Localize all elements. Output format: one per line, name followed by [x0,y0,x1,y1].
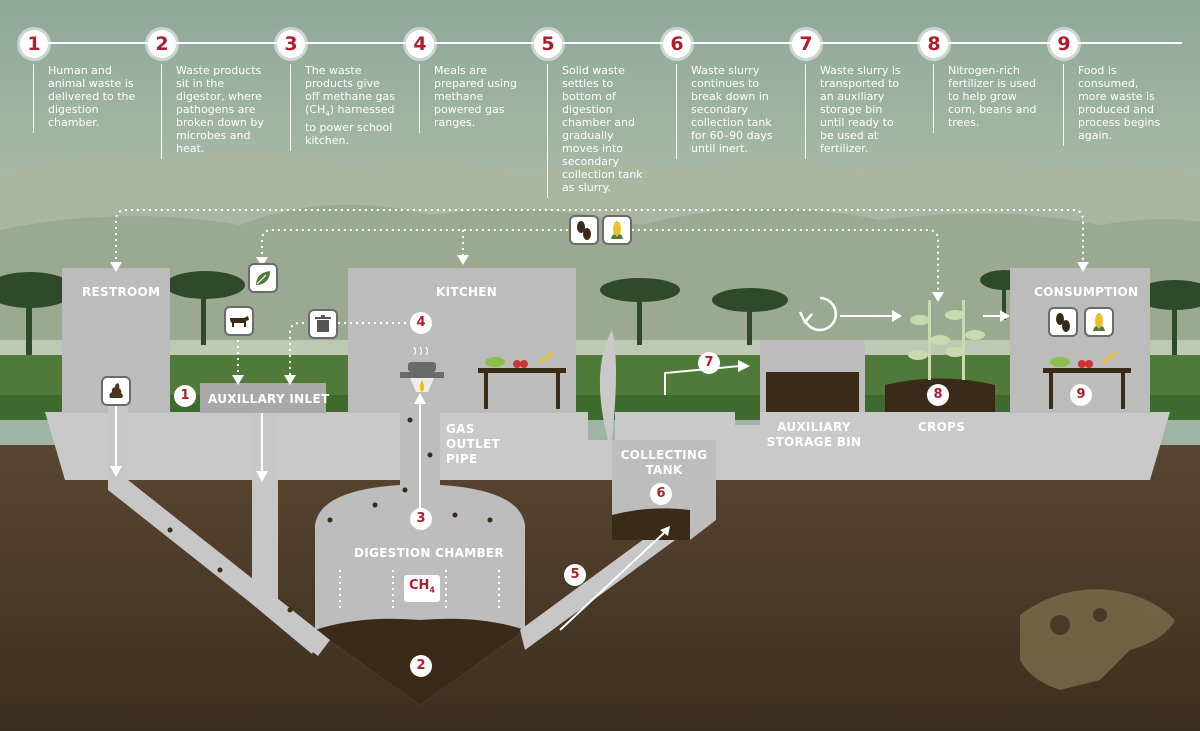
auxiliary-storage-bin-label: AUXILIARY STORAGE BIN [766,420,862,449]
mountains-near [0,204,1200,340]
waste-icon [103,378,129,404]
step-number: 9 [1050,30,1078,58]
kitchen-label: KITCHEN [436,285,498,299]
sludge-dots [167,417,493,613]
ground-platform [45,412,1170,480]
step-text: The waste products give off methane gas … [290,64,396,152]
step-text: Waste products sit in the digestor, wher… [161,64,266,159]
step-3: 3 The waste products give off methane ga… [277,30,396,152]
step-text: Meals are prepared using methane powered… [419,64,524,133]
step-text-sub: 4 [325,110,330,119]
fossil-skull [1020,589,1175,690]
step-text: Nitrogen-rich fertilizer is used to help… [933,64,1038,133]
badge-4: 4 [410,312,432,334]
auxiliary-inlet-label: AUXILLARY INLET [208,392,330,406]
step-9: 9 Food is consumed, more waste is produc… [1050,30,1168,146]
badge-3: 3 [410,508,432,530]
kitchen-table [478,351,566,409]
step-number: 3 [277,30,305,58]
methane-subscript: 4 [429,585,435,595]
beans-icon [1050,309,1076,335]
step-4: 4 Meals are prepared using methane power… [406,30,524,133]
step-2: 2 Waste products sit in the digestor, wh… [148,30,266,159]
step-number: 5 [534,30,562,58]
tank-lid [599,330,616,440]
badge-1: 1 [174,385,196,407]
collecting-tank-label: COLLECTING TANK [620,448,708,477]
arrow-heads [110,255,1089,536]
step-text: Food is consumed, more waste is produced… [1063,64,1168,146]
step-number: 6 [663,30,691,58]
crops-label: CROPS [918,420,966,434]
badge-5: 5 [564,564,586,586]
badge-6: 6 [650,483,672,505]
trees [0,270,1200,360]
step-1: 1 Human and animal waste is delivered to… [20,30,138,133]
step-number: 2 [148,30,176,58]
step-text: Waste slurry continues to break down in … [676,64,781,159]
step-text: Waste slurry is transported to an auxili… [805,64,910,159]
step-text-part: ) harnessed to power school kitchen. [305,103,395,148]
badge-9: 9 [1070,384,1092,406]
methane-label: CH4 [404,575,440,602]
gas-outlet-pipe-label: GAS OUTLET PIPE [446,422,500,466]
step-7: 7 Waste slurry is transported to an auxi… [792,30,910,159]
digestion-chamber-label: DIGESTION CHAMBER [354,546,504,560]
consumption-table [1043,351,1131,409]
flow-lines [26,42,1182,631]
inlet-pipe [252,413,320,654]
step-number: 7 [792,30,820,58]
kitchen-building [348,268,576,413]
corn-icon [1086,309,1112,335]
gas-stove [400,346,444,392]
methane-symbol: CH [409,578,430,593]
step-number: 8 [920,30,948,58]
restroom-label: RESTROOM [82,285,161,299]
step-text-part: The waste products give off methane gas … [305,64,396,116]
dotted-flow-lines [115,209,1084,612]
trash-can-icon [310,311,336,337]
badge-8: 8 [927,384,949,406]
beans-icon [571,217,597,243]
crop-plants [908,300,985,380]
corn-icon [604,217,630,243]
clock-icon [798,296,838,332]
auxiliary-inlet-box [200,383,326,413]
outlet-pipe [520,520,682,650]
step-text: Human and animal waste is delivered to t… [33,64,138,133]
step-6: 6 Waste slurry continues to break down i… [663,30,781,159]
step-number: 4 [406,30,434,58]
leaf-icon [250,265,276,291]
consumption-label: CONSUMPTION [1034,285,1139,299]
badge-7: 7 [698,352,720,374]
step-8: 8 Nitrogen-rich fertilizer is used to he… [920,30,1038,133]
badge-2: 2 [410,655,432,677]
step-5: 5 Solid waste settles to bottom of diges… [534,30,652,198]
step-text: Solid waste settles to bottom of digesti… [547,64,652,198]
cow-icon [226,308,252,334]
step-number: 1 [20,30,48,58]
